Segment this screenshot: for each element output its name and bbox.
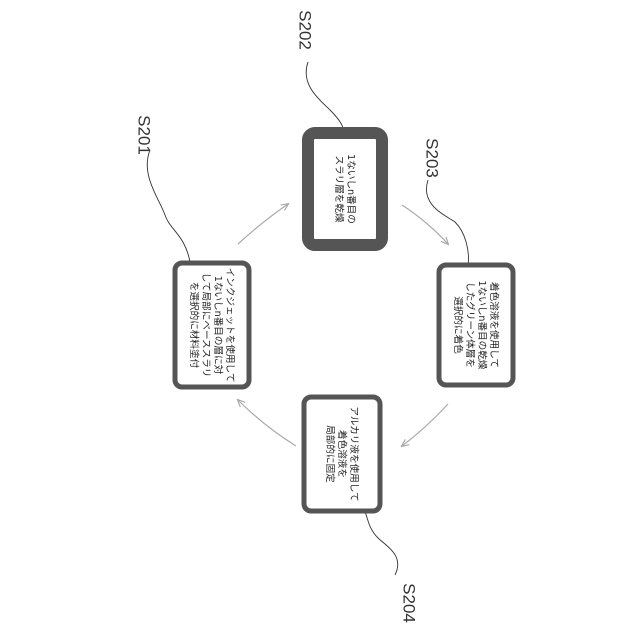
step-s201-line-3: して局部にベーススラリ <box>200 273 212 378</box>
step-s201-line-4: を選択的に材料塗付 <box>188 282 200 369</box>
leader-line-s203 <box>426 180 468 265</box>
step-label-s201: S201 <box>135 115 154 155</box>
step-s202-line-1: 1ないしn番目の <box>345 154 357 224</box>
arrow-s203-to-s204 <box>402 404 448 446</box>
leader-line-s202 <box>306 62 343 133</box>
step-s201-line-1: インクジェットを使用して <box>224 268 236 383</box>
leader-line-s201 <box>147 150 190 262</box>
step-box-s203: 着色溶液を使用して 1ないしn番目の乾燥 したグリーン体層を 選択的に着色 <box>439 265 513 385</box>
leader-line-s204 <box>365 512 398 575</box>
step-label-s202: S202 <box>296 10 315 50</box>
step-box-s201: インクジェットを使用して 1ないしn番目の層に対 して局部にベーススラリ を選択… <box>175 263 249 387</box>
arrow-s201-to-s202 <box>238 204 288 244</box>
arrow-s204-to-s201 <box>238 400 296 446</box>
arrow-s202-to-s203 <box>402 205 448 244</box>
step-box-s202: 1ないしn番目の スラリ層を乾燥 <box>308 133 382 245</box>
step-s203-line-4: 選択的に着色 <box>452 296 464 354</box>
step-label-s203: S203 <box>423 138 442 178</box>
step-box-s204: アルカリ液を使用して 着色溶液を 局部的に固定 <box>304 397 380 511</box>
step-s203-line-1: 着色溶液を使用して <box>488 282 500 368</box>
step-s204-line-2: 着色溶液を <box>336 430 348 478</box>
step-s201-line-2: 1ないしn番目の層に対 <box>212 276 224 375</box>
step-s204-line-1: アルカリ液を使用して <box>348 406 360 501</box>
step-s202-line-2: スラリ層を乾燥 <box>333 155 345 223</box>
step-label-s204: S204 <box>400 583 419 623</box>
step-s203-line-3: したグリーン体層を <box>464 282 476 368</box>
step-s203-line-2: 1ないしn番目の乾燥 <box>476 281 488 370</box>
step-s204-line-3: 局部的に固定 <box>324 425 336 483</box>
